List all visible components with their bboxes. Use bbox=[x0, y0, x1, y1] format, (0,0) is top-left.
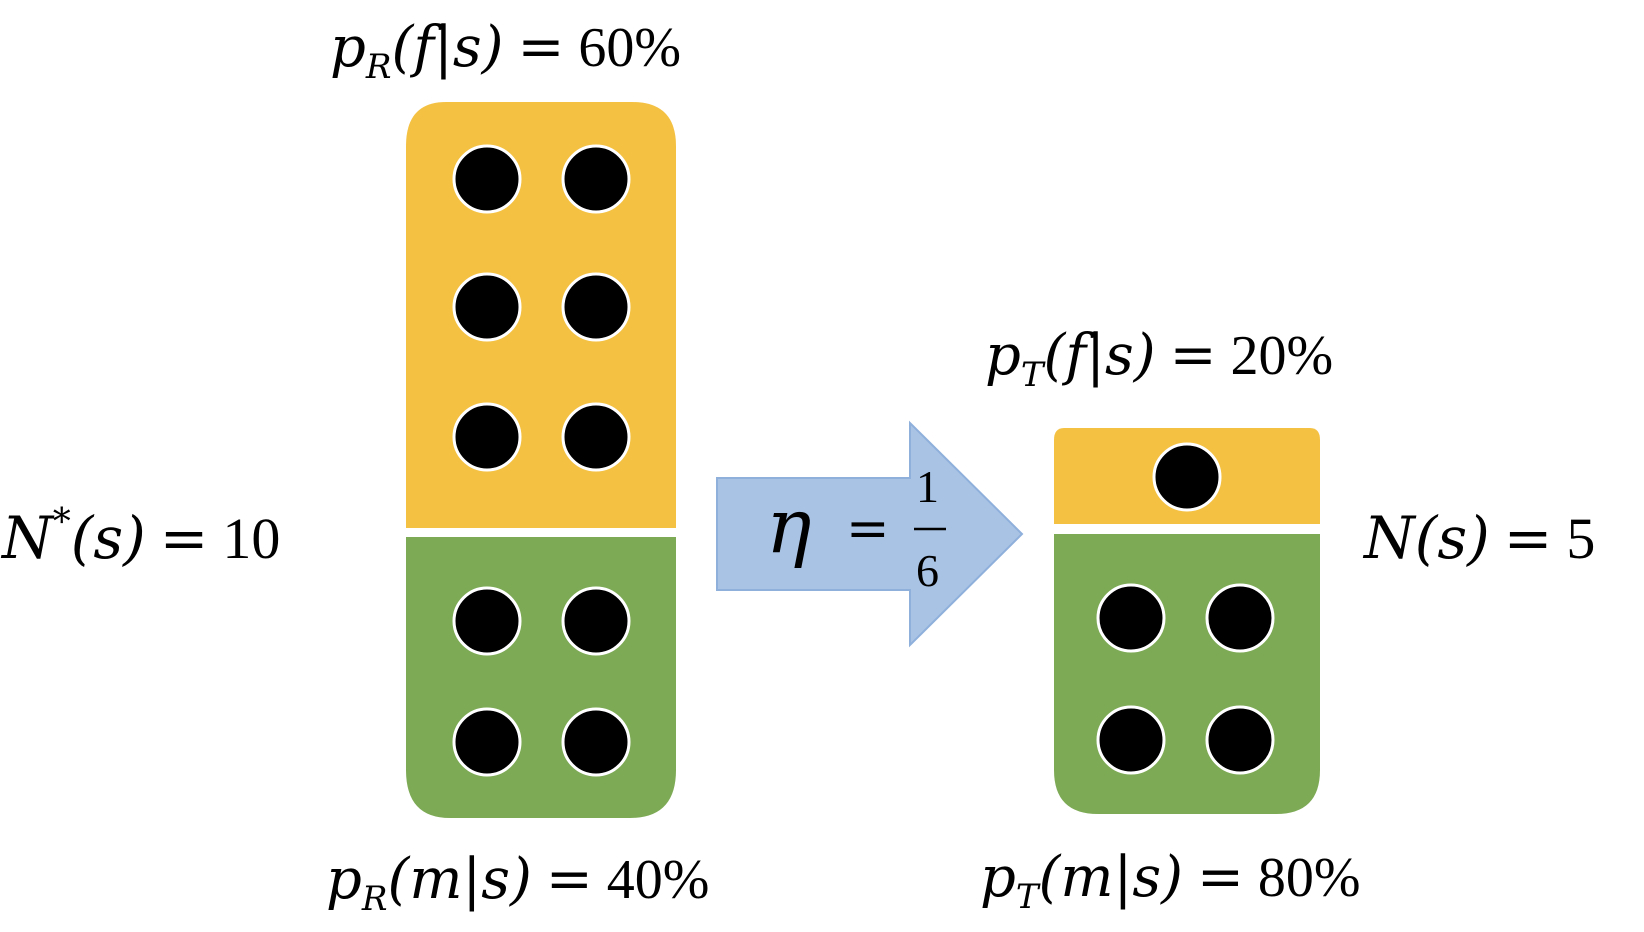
right-top-probability-label: pT(f|s)=20% bbox=[985, 323, 1333, 395]
eta-symbol: η bbox=[766, 481, 812, 570]
dot bbox=[561, 586, 631, 656]
dot bbox=[452, 402, 522, 472]
dot bbox=[452, 144, 522, 214]
right-bottom-probability-label: pT(m|s)=80% bbox=[980, 845, 1361, 917]
eta-denominator: 6 bbox=[916, 545, 939, 596]
left-bottom-probability-label: pR(m|s)=40% bbox=[326, 847, 709, 919]
left-female-block bbox=[406, 102, 676, 528]
dot bbox=[1096, 583, 1166, 653]
dot bbox=[1152, 442, 1222, 512]
dot bbox=[1205, 705, 1275, 775]
eta-label: η = 1 6 bbox=[766, 461, 946, 596]
eta-equals: = bbox=[846, 499, 890, 559]
left-count-label: N*(s)=10 bbox=[0, 502, 280, 572]
transition-arrow bbox=[716, 420, 1024, 648]
right-male-dots bbox=[1096, 583, 1275, 775]
dot bbox=[561, 144, 631, 214]
right-count-label: N(s)=5 bbox=[1362, 504, 1595, 572]
dot bbox=[452, 272, 522, 342]
dot bbox=[1205, 583, 1275, 653]
dot bbox=[452, 707, 522, 777]
right-female-dots bbox=[1152, 442, 1222, 512]
left-male-block bbox=[406, 537, 676, 818]
left-top-probability-label: pR(f|s)=60% bbox=[330, 15, 681, 87]
dot bbox=[561, 272, 631, 342]
eta-numerator: 1 bbox=[916, 461, 939, 512]
dot bbox=[452, 586, 522, 656]
dot bbox=[561, 707, 631, 777]
dot bbox=[1096, 705, 1166, 775]
left-female-dots bbox=[452, 144, 631, 472]
right-male-block bbox=[1054, 534, 1320, 814]
left-male-dots bbox=[452, 586, 631, 777]
dot bbox=[561, 402, 631, 472]
